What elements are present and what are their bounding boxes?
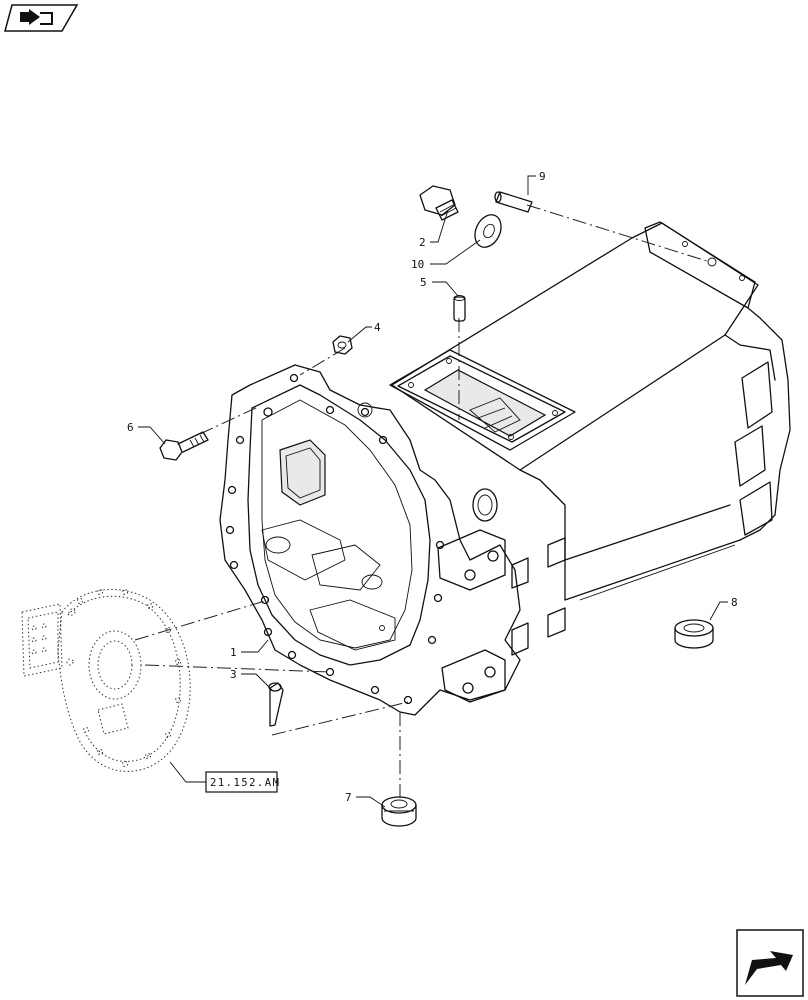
pin-part-9[interactable]	[494, 191, 533, 213]
dowel-part-5[interactable]	[453, 295, 466, 322]
callout-3: 3	[230, 668, 237, 681]
washer-part-10[interactable]	[470, 211, 506, 252]
plug-part-7[interactable]	[381, 796, 417, 827]
bushing-part-8[interactable]	[674, 619, 714, 649]
adapter-plate-phantom	[21, 589, 191, 772]
reference-text: 21.152.AM	[210, 777, 280, 789]
transmission-housing	[219, 221, 791, 716]
callout-5: 5	[420, 276, 427, 289]
leader-lines	[138, 175, 728, 808]
next-page-arrow-icon[interactable]	[736, 929, 804, 997]
callout-6: 6	[127, 421, 134, 434]
callout-9: 9	[539, 170, 546, 183]
callout-4: 4	[374, 321, 381, 334]
book-arrow-icon[interactable]	[4, 4, 79, 32]
reference-box[interactable]: 21.152.AM	[205, 771, 280, 793]
assembly-lines	[134, 204, 711, 800]
callout-1: 1	[230, 646, 237, 659]
plug-part-2[interactable]	[419, 185, 459, 221]
callout-8: 8	[731, 596, 738, 609]
callout-2: 2	[419, 236, 426, 249]
bolt-part-6[interactable]	[159, 431, 209, 461]
callout-10: 10	[411, 258, 424, 271]
callout-7: 7	[345, 791, 352, 804]
callout-labels: 9 2 10 5 4 6 1 3 7 8	[127, 170, 738, 804]
nut-part-4[interactable]	[332, 335, 353, 355]
